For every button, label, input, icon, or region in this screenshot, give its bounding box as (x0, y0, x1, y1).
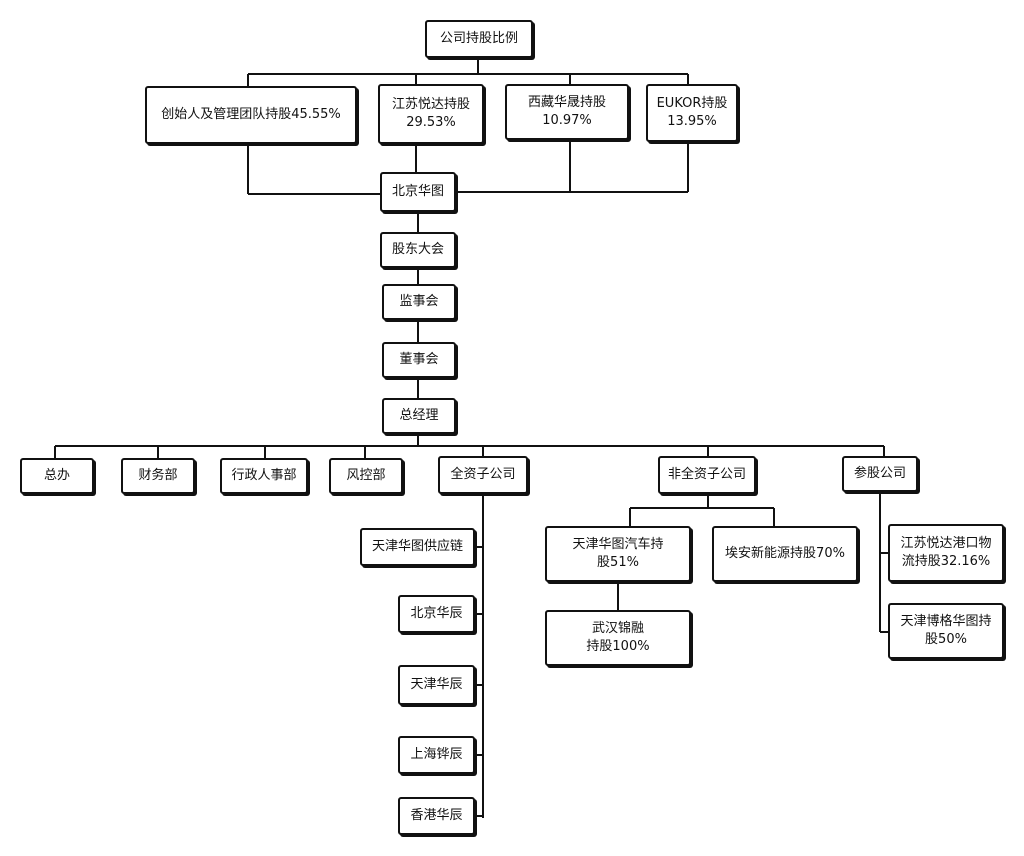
supervisory-board-box: 监事会 (382, 284, 456, 320)
shareholders-meeting-box: 股东大会 (380, 232, 456, 268)
wholly-owned-beijing-huachen-label: 北京华辰 (410, 606, 463, 621)
non-wholly-tianjin-auto-line1: 天津华图汽车持 (572, 537, 664, 552)
shareholder-eukor-box: EUKOR持股 13.95% (646, 84, 738, 142)
shareholder-eukor-line1: EUKOR持股 (656, 96, 728, 111)
wholly-owned-tianjin-supply-chain-box: 天津华图供应链 (360, 528, 475, 566)
shareholder-xizang-huasheng-line2: 10.97% (542, 113, 592, 128)
wholly-owned-tianjin-huachen-box: 天津华辰 (398, 665, 475, 705)
equity-tianjin-boge-line2: 股50% (925, 632, 967, 647)
general-manager-box: 总经理 (382, 398, 456, 434)
wholly-owned-hongkong-box: 香港华辰 (398, 797, 475, 835)
company-label: 北京华图 (391, 184, 444, 199)
wholly-owned-tianjin-huachen-label: 天津华辰 (410, 677, 463, 692)
equity-jiangsu-port-logistics-line1: 江苏悦达港口物 (900, 536, 992, 551)
equity-jiangsu-port-logistics-box: 江苏悦达港口物 流持股32.16% (888, 524, 1004, 582)
shareholder-xizang-huasheng-box: 西藏华晟持股 10.97% (505, 84, 629, 140)
shareholder-jiangsu-yueda-box: 江苏悦达持股 29.53% (378, 84, 484, 144)
equity-jiangsu-port-logistics-line2: 流持股32.16% (901, 554, 991, 569)
non-wholly-tianjin-auto-line2: 股51% (597, 555, 639, 570)
non-wholly-owned-subsidiaries-box: 非全资子公司 (658, 456, 756, 494)
supervisory-board-label: 监事会 (399, 294, 439, 309)
wholly-owned-subsidiaries-box: 全资子公司 (438, 456, 528, 494)
non-wholly-tianjin-auto-box: 天津华图汽车持 股51% (545, 526, 691, 582)
shareholder-xizang-huasheng-line1: 西藏华晟持股 (527, 95, 606, 110)
non-wholly-wuhan-jinrong-line1: 武汉锦融 (591, 621, 644, 636)
wholly-owned-beijing-huachen-box: 北京华辰 (398, 595, 475, 633)
wholly-owned-hongkong-label: 香港华辰 (410, 808, 463, 823)
general-manager-label: 总经理 (399, 408, 439, 423)
shareholders-meeting-label: 股东大会 (391, 242, 444, 257)
dept-risk-control-label: 风控部 (346, 468, 386, 483)
non-wholly-aion-energy-box: 埃安新能源持股70% (712, 526, 858, 582)
root-box: 公司持股比例 (425, 20, 533, 58)
equity-tianjin-boge-line1: 天津博格华图持 (900, 614, 992, 629)
board-of-directors-box: 董事会 (382, 342, 456, 378)
shareholder-founders-label: 创始人及管理团队持股45.55% (161, 107, 341, 122)
dept-risk-control-box: 风控部 (329, 458, 403, 494)
company-box: 北京华图 (380, 172, 456, 212)
root-label: 公司持股比例 (439, 31, 518, 46)
equity-tianjin-boge-box: 天津博格华图持 股50% (888, 603, 1004, 659)
wholly-owned-tianjin-supply-chain-label: 天津华图供应链 (371, 539, 463, 554)
equity-participation-label: 参股公司 (853, 466, 906, 481)
non-wholly-aion-energy-label: 埃安新能源持股70% (725, 546, 845, 561)
shareholder-founders-box: 创始人及管理团队持股45.55% (145, 86, 357, 144)
board-of-directors-label: 董事会 (399, 352, 439, 367)
shareholder-jiangsu-yueda-line2: 29.53% (406, 115, 456, 130)
non-wholly-owned-subsidiaries-label: 非全资子公司 (667, 467, 746, 482)
non-wholly-wuhan-jinrong-line2: 持股100% (586, 639, 650, 654)
shareholder-eukor-line2: 13.95% (667, 114, 717, 129)
wholly-owned-shanghai-box: 上海铧辰 (398, 736, 475, 774)
wholly-owned-shanghai-label: 上海铧辰 (410, 747, 463, 762)
dept-admin-hr-label: 行政人事部 (231, 468, 297, 483)
wholly-owned-subsidiaries-label: 全资子公司 (450, 467, 516, 482)
dept-admin-hr-box: 行政人事部 (220, 458, 308, 494)
dept-finance-box: 财务部 (121, 458, 195, 494)
shareholder-jiangsu-yueda-line1: 江苏悦达持股 (391, 97, 470, 112)
dept-general-office-box: 总办 (20, 458, 94, 494)
equity-participation-box: 参股公司 (842, 456, 918, 492)
non-wholly-wuhan-jinrong-box: 武汉锦融 持股100% (545, 610, 691, 666)
dept-general-office-label: 总办 (43, 468, 70, 483)
dept-finance-label: 财务部 (138, 468, 178, 483)
